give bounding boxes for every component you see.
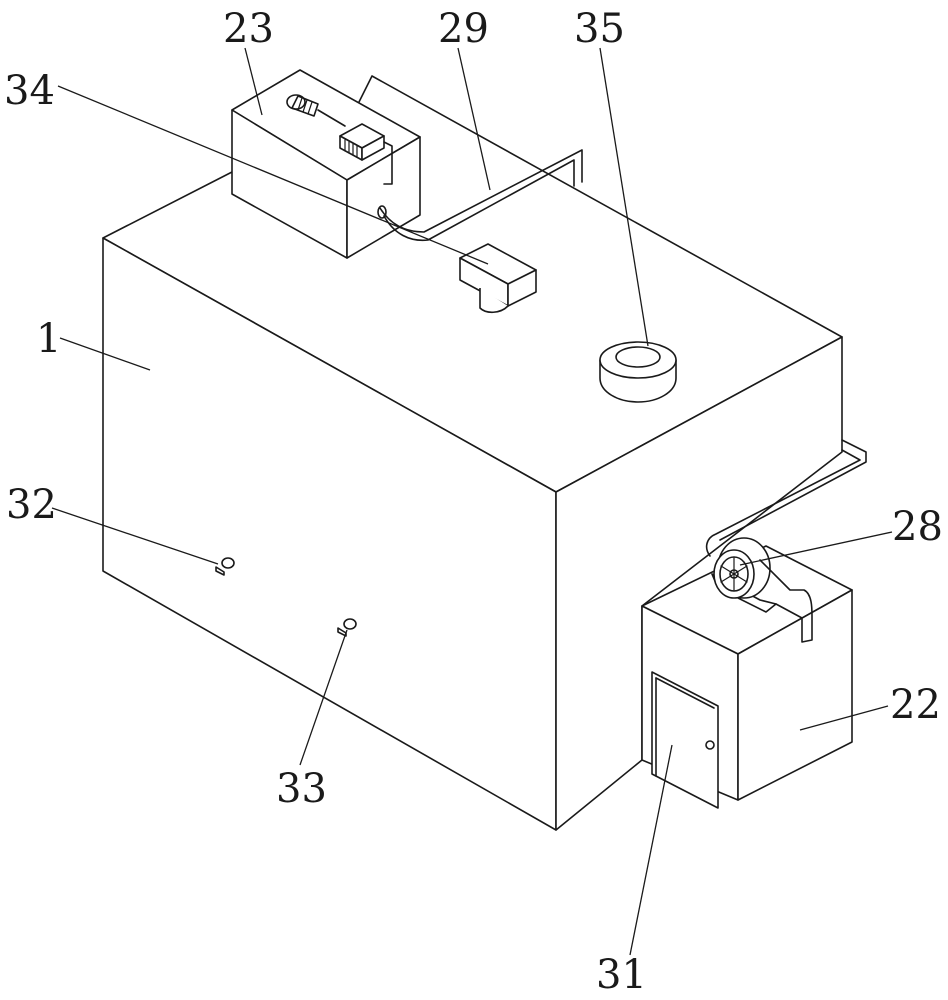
blower-icon bbox=[711, 537, 813, 643]
lower-knob bbox=[337, 618, 357, 637]
label-28: 28 bbox=[892, 504, 943, 550]
nozzle-block bbox=[459, 243, 537, 314]
top-box bbox=[231, 69, 421, 259]
label-32: 32 bbox=[6, 482, 57, 528]
part-labels: 23 29 35 34 1 32 28 22 33 31 bbox=[4, 6, 943, 998]
label-31: 31 bbox=[596, 952, 647, 998]
leader-lines bbox=[51, 47, 893, 956]
label-29: 29 bbox=[438, 6, 489, 52]
left-knob bbox=[215, 557, 235, 576]
label-23: 23 bbox=[223, 6, 274, 52]
gear-rack-icon bbox=[339, 123, 393, 185]
door bbox=[651, 671, 719, 809]
label-22: 22 bbox=[890, 682, 941, 728]
label-33: 33 bbox=[276, 766, 327, 812]
motor-icon bbox=[286, 94, 346, 127]
right-pipe bbox=[705, 439, 867, 557]
label-35: 35 bbox=[574, 6, 625, 52]
label-34: 34 bbox=[4, 68, 55, 114]
ring-port bbox=[599, 341, 677, 403]
label-1: 1 bbox=[36, 316, 61, 362]
